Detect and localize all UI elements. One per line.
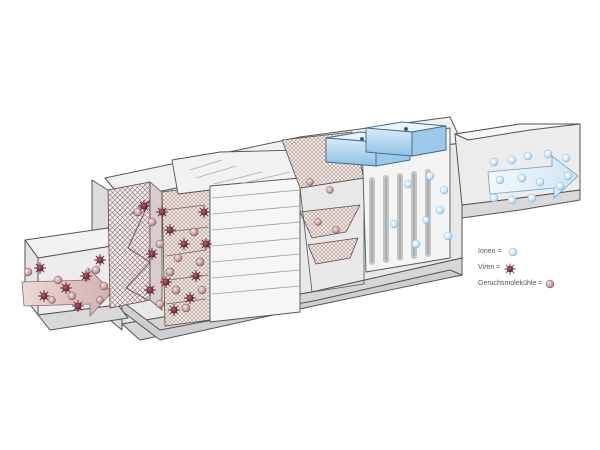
virus [34, 262, 46, 274]
odor-molecule [195, 257, 205, 267]
virus [60, 282, 72, 294]
legend-label: Viren = [478, 264, 501, 271]
odor-molecule [197, 285, 207, 295]
odor-molecule [326, 186, 334, 194]
virus [200, 238, 212, 250]
odor-molecule [314, 218, 322, 226]
odor-molecule [48, 296, 56, 304]
ion [439, 185, 449, 195]
virus [198, 206, 210, 218]
ion [507, 195, 517, 205]
virus [38, 290, 50, 302]
ion [489, 193, 499, 203]
virus [80, 270, 92, 282]
ion [422, 216, 430, 224]
ion [507, 155, 517, 165]
ion [555, 181, 565, 191]
virus [164, 224, 176, 236]
ion [517, 173, 527, 183]
virus [94, 254, 106, 266]
odor-molecule [99, 281, 109, 291]
ion [489, 157, 499, 167]
odor-molecule [91, 265, 101, 275]
mesh-prefilter [107, 181, 163, 311]
ion-particles [389, 149, 573, 249]
legend-item-ions: Ionen = [468, 244, 588, 260]
virus [138, 200, 150, 212]
pleated-filter [171, 149, 307, 323]
odor-molecule [165, 267, 175, 277]
virus [178, 238, 190, 250]
ion [527, 193, 537, 203]
odor-molecule [171, 285, 181, 295]
virus [160, 276, 172, 288]
legend-item-odor-molecules: Geruchsmolekühle = [468, 276, 588, 292]
virus [72, 300, 84, 312]
ion [561, 153, 571, 163]
odor-molecule [96, 296, 104, 304]
ion [411, 239, 421, 249]
virus-icon [504, 263, 516, 275]
ion [403, 179, 413, 189]
odor-molecule [23, 267, 33, 277]
virus-particles [34, 200, 212, 316]
ion [389, 219, 399, 229]
odor-molecule [306, 178, 314, 186]
virus [168, 304, 180, 316]
ion-icon [508, 247, 518, 257]
odor-molecule [155, 299, 165, 309]
virus [146, 248, 158, 260]
outlet-airflow-arrow [487, 155, 579, 199]
ion [543, 149, 553, 159]
odor-molecule [147, 217, 157, 227]
ion [435, 205, 445, 215]
ion [523, 151, 533, 161]
odor-molecule [189, 227, 199, 237]
ion [535, 177, 545, 187]
virus [190, 270, 202, 282]
legend: Ionen = Viren = Geruchsmolekühle = [468, 244, 588, 292]
ionizer-units [325, 121, 447, 167]
odor-molecule [332, 226, 340, 234]
odor-molecule [181, 303, 191, 313]
legend-item-viruses: Viren = [468, 260, 588, 276]
virus [184, 292, 196, 304]
odor-particles [23, 178, 340, 313]
virus [144, 284, 156, 296]
ion [563, 171, 573, 181]
odor-molecule [53, 275, 63, 285]
odor-molecule-icon [545, 279, 555, 289]
virus [156, 206, 168, 218]
legend-label: Ionen = [478, 248, 502, 255]
odor-molecule [67, 291, 77, 301]
ion [495, 175, 505, 185]
odor-molecule [155, 239, 165, 249]
odor-molecule [173, 253, 183, 263]
ion [425, 171, 435, 181]
legend-label: Geruchsmolekühle = [478, 280, 543, 287]
ion [443, 231, 453, 241]
